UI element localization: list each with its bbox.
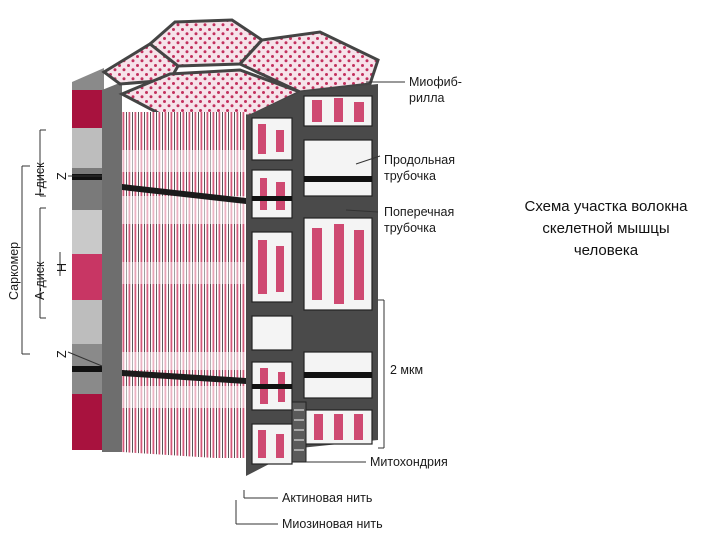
longitudinal-tubule-label-1: Продольная [384,153,455,167]
mitochondrion-label: Митохондрия [370,455,448,469]
transverse-tubule-label-1: Поперечная [384,205,454,219]
i-disc-label: I-диск [33,162,47,196]
myosin-filament-label: Миозиновая нить [282,517,383,531]
h-zone-label: H [55,263,69,272]
sarcoplasm-edge [102,82,122,452]
caption-line-1: Схема участка волокна [496,196,716,218]
caption-line-2: скелетной мышцы [496,218,716,240]
myofibril-front-face [122,112,246,488]
myofibril-label-1: Миофиб- [409,75,462,89]
caption-line-3: человека [496,240,716,262]
z-line-top-label: Z [55,172,69,180]
sarcolemma-band-strip [72,68,104,450]
figure-caption: Схема участка волокна скелетной мышцы че… [496,196,716,262]
a-disc-label: А-диск [33,261,47,300]
myofibril-label-2: рилла [409,91,445,105]
actin-filament-label: Актиновая нить [282,491,372,505]
z-line-bottom-label: Z [55,350,69,358]
transverse-tubule-label-2: трубочка [384,221,436,235]
longitudinal-tubule-label-2: трубочка [384,169,436,183]
scale-label: 2 мкм [390,363,423,377]
sarcoplasmic-reticulum-face [246,84,378,476]
sarcomere-label: Саркомер [7,242,21,300]
